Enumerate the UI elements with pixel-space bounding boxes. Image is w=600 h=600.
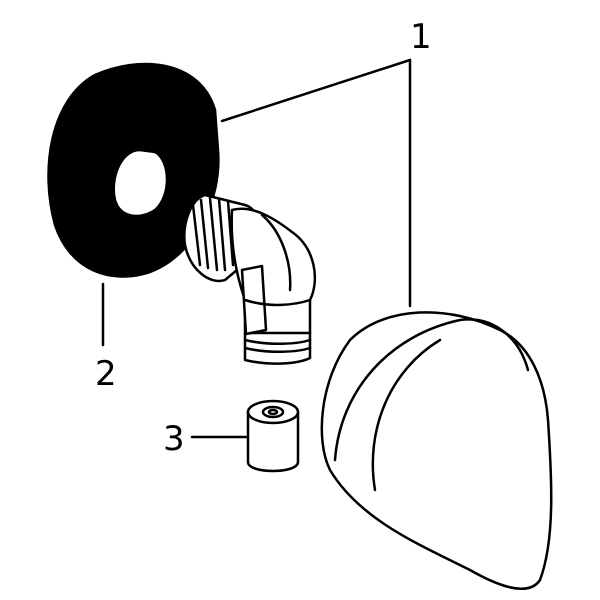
flow-restrictor-part (246, 399, 300, 473)
elbow-fitting-part (183, 193, 317, 365)
callout-2-label: 2 (95, 354, 117, 394)
cover-part (320, 311, 553, 590)
callout-1-label: 1 (410, 17, 432, 57)
callout-3-label: 3 (163, 419, 185, 459)
callout-1-leader (220, 58, 412, 308)
